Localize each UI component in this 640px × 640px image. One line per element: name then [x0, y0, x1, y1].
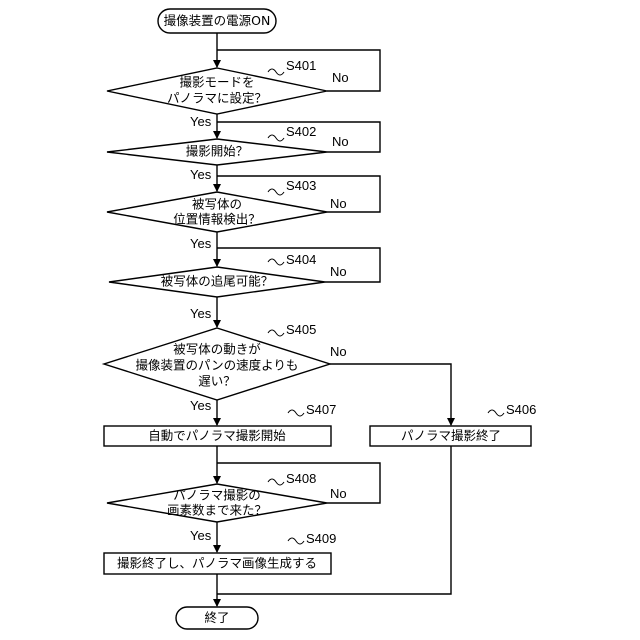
- s401-no-label: No: [332, 70, 349, 85]
- process-s406: パノラマ撮影終了: [370, 426, 531, 446]
- s402-yes-label: Yes: [190, 167, 212, 182]
- s407-leader: [288, 410, 304, 416]
- s408-text-line1: パノラマ撮影の: [173, 488, 261, 503]
- decision-s401: 撮影モードを パノラマに設定？: [107, 68, 327, 114]
- s408-yes-label: Yes: [190, 528, 212, 543]
- s405-step-id: S405: [286, 322, 316, 337]
- s405-yes-label: Yes: [190, 398, 212, 413]
- s405-text-line1: 被写体の動きが: [173, 342, 261, 357]
- end-terminator: 終了: [176, 607, 258, 629]
- process-s409: 撮影終了し、パノラマ画像生成する: [104, 553, 331, 574]
- decision-s402: 撮影開始？: [107, 139, 327, 165]
- s401-leader: [268, 69, 284, 75]
- s403-leader: [268, 189, 284, 195]
- s403-yes-label: Yes: [190, 236, 212, 251]
- s404-yes-label: Yes: [190, 306, 212, 321]
- s403-text-line2: 位置情報検出？: [173, 212, 261, 227]
- s408-text-line2: 画素数まで来た？: [167, 503, 267, 518]
- decision-s405: 被写体の動きが 撮像装置のパンの速度よりも 遅い？: [104, 328, 330, 400]
- s405-leader: [268, 330, 284, 336]
- s401-text-line2: パノラマに設定？: [167, 91, 267, 106]
- s409-leader: [288, 538, 304, 544]
- s408-leader: [268, 479, 284, 485]
- end-label: 終了: [204, 610, 229, 625]
- s401-yes-label: Yes: [190, 114, 212, 129]
- decision-s404: 被写体の追尾可能？: [109, 267, 325, 297]
- s406-text: パノラマ撮影終了: [401, 428, 501, 443]
- s403-step-id: S403: [286, 178, 316, 193]
- s406-leader: [488, 410, 504, 416]
- s408-no-label: No: [330, 486, 347, 501]
- s405-text-line3: 遅い？: [198, 374, 236, 389]
- s402-no-label: No: [332, 134, 349, 149]
- arrow-s405-no-s406: [330, 364, 451, 425]
- s407-step-id: S407: [306, 402, 336, 417]
- s409-step-id: S409: [306, 531, 336, 546]
- s401-text-line1: 撮影モードを: [179, 75, 254, 90]
- start-terminator: 撮像装置の電源ON: [158, 9, 276, 33]
- decision-s408: パノラマ撮影の 画素数まで来た？: [107, 484, 327, 522]
- s405-no-label: No: [330, 344, 347, 359]
- s403-text-line1: 被写体の: [192, 197, 242, 212]
- s404-text: 被写体の追尾可能？: [161, 274, 274, 289]
- s408-step-id: S408: [286, 471, 316, 486]
- s407-text: 自動でパノラマ撮影開始: [148, 428, 286, 443]
- decision-s403: 被写体の 位置情報検出？: [107, 192, 327, 232]
- s402-step-id: S402: [286, 124, 316, 139]
- start-label: 撮像装置の電源ON: [164, 13, 271, 28]
- s406-step-id: S406: [506, 402, 536, 417]
- s404-leader: [268, 259, 284, 265]
- s404-no-label: No: [330, 264, 347, 279]
- s409-text: 撮影終了し、パノラマ画像生成する: [117, 556, 317, 571]
- s402-text: 撮影開始？: [186, 144, 249, 159]
- s402-leader: [268, 135, 284, 141]
- s403-no-label: No: [330, 196, 347, 211]
- process-s407: 自動でパノラマ撮影開始: [104, 426, 331, 446]
- s401-step-id: S401: [286, 58, 316, 73]
- s405-text-line2: 撮像装置のパンの速度よりも: [136, 358, 299, 373]
- s404-step-id: S404: [286, 252, 316, 267]
